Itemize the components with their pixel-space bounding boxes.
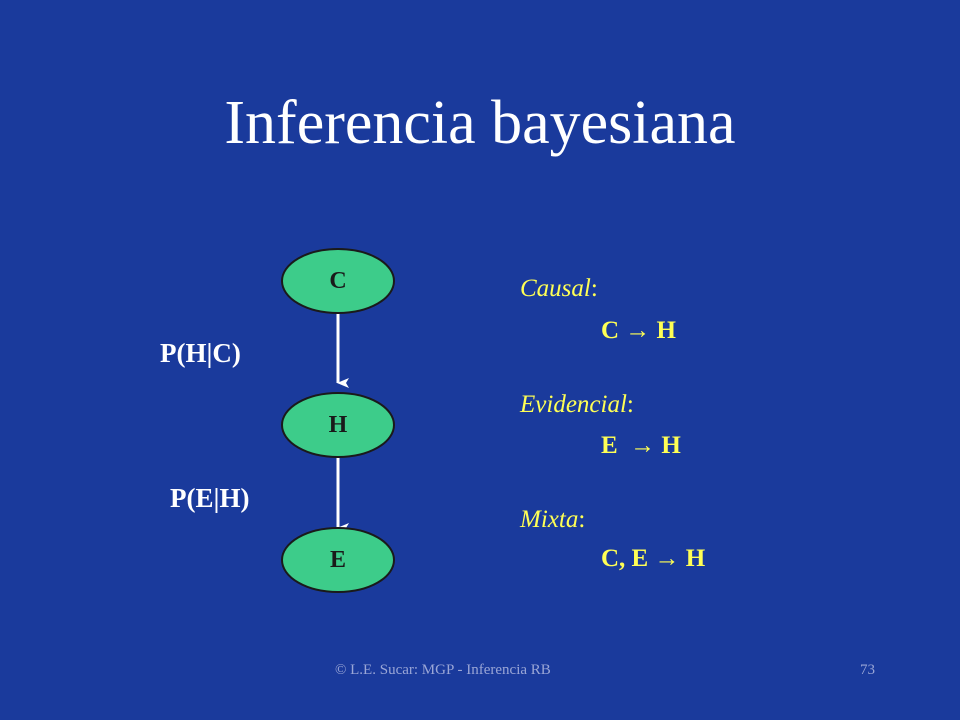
edge-label-h-given-c: P(H|C) <box>160 338 241 368</box>
slide-title: Inferencia bayesiana <box>224 89 736 157</box>
page-number: 73 <box>860 662 875 678</box>
node-e-label: E <box>330 547 346 573</box>
inference-evidential-relation: E → H <box>601 432 681 459</box>
inference-mixed-relation: C, E → H <box>601 545 706 572</box>
node-e <box>281 527 395 593</box>
inference-mixed-title: Mixta: <box>520 506 586 533</box>
inference-evidential-title: Evidencial: <box>520 391 634 418</box>
node-h-label: H <box>329 412 348 438</box>
edge-label-e-given-h: P(E|H) <box>170 483 250 513</box>
node-c-label: C <box>329 268 346 294</box>
node-h <box>281 392 395 458</box>
inference-causal-title: Causal: <box>520 275 598 302</box>
footer-credit: © L.E. Sucar: MGP - Inferencia RB <box>335 662 551 678</box>
node-c <box>281 248 395 314</box>
inference-causal-relation: C → H <box>601 317 676 344</box>
